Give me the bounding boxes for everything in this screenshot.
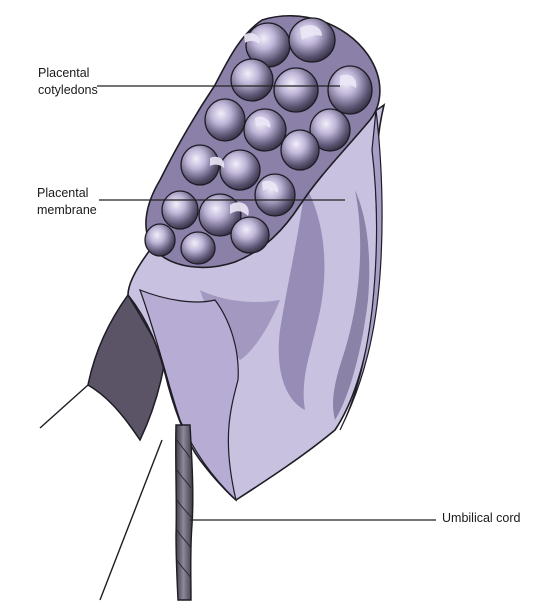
label-line: Umbilical cord (442, 510, 521, 527)
cotyledon (328, 66, 372, 114)
cotyledon (281, 130, 319, 170)
cotyledon (220, 150, 260, 190)
label-line: membrane (37, 202, 97, 219)
cotyledon (145, 224, 175, 256)
cotyledon (231, 217, 269, 253)
cotyledon (289, 18, 335, 62)
label-umbilical-cord: Umbilical cord (442, 510, 521, 527)
label-placental-membrane: Placental membrane (37, 185, 97, 219)
left-stalk-line-lower (100, 440, 162, 600)
cotyledon (255, 174, 295, 216)
left-stalk-line-upper (40, 385, 88, 428)
umbilical-cord (176, 425, 193, 600)
label-placental-cotyledons: Placental cotyledons (38, 65, 98, 99)
label-line: Placental (38, 65, 98, 82)
cotyledon (181, 232, 215, 264)
label-line: Placental (37, 185, 97, 202)
cotyledon (244, 109, 286, 151)
label-line: cotyledons (38, 82, 98, 99)
cotyledon (205, 99, 245, 141)
cotyledon (274, 68, 318, 112)
cotyledon (231, 59, 273, 101)
cotyledon (162, 191, 198, 229)
cotyledon (181, 145, 219, 185)
